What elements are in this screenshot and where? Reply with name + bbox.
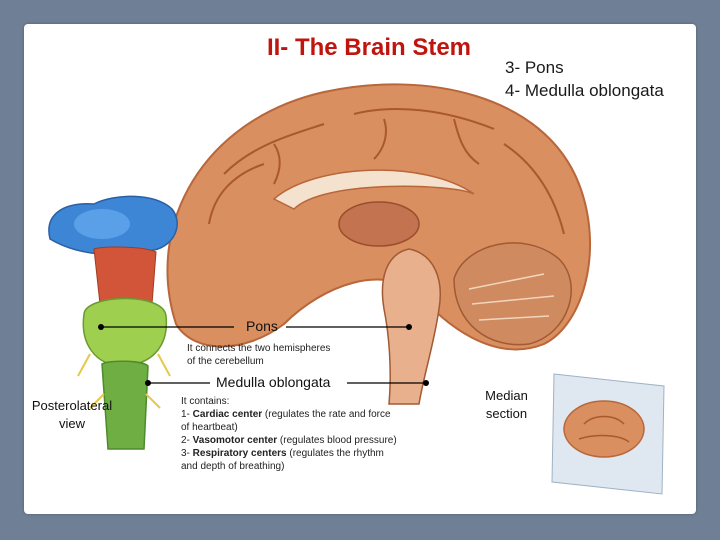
slide-title: II- The Brain Stem [266, 34, 472, 61]
medulla-contents: It contains: 1- Cardiac center (regulate… [181, 395, 461, 473]
parts-list: 3- Pons 4- Medulla oblongata [505, 56, 664, 102]
posterolateral-caption: Posterolateral view [31, 398, 113, 431]
pons-description: It connects the two hemispheres of the c… [187, 343, 331, 367]
part-item: 4- Medulla oblongata [505, 81, 664, 100]
medulla-item: 1- Cardiac center (regulates the rate an… [181, 409, 391, 420]
medulla-leader-line [145, 380, 429, 386]
pons-leader-line [98, 324, 412, 330]
medulla-label: Medulla oblongata [216, 374, 331, 390]
posterolateral-brainstem-illustration [48, 195, 178, 450]
median-section-thumbnail [551, 373, 665, 495]
illustrations [48, 83, 665, 495]
median-caption: Median section [485, 388, 528, 421]
medulla-item: 2- Vasomotor center (regulates blood pre… [181, 435, 397, 446]
medulla-item: 3- Respiratory centers (regulates the rh… [181, 448, 384, 459]
slide: II- The Brain Stem 3- Pons 4- Medulla ob… [24, 24, 696, 514]
pons-label: Pons [246, 318, 278, 334]
part-item: 3- Pons [505, 58, 564, 77]
